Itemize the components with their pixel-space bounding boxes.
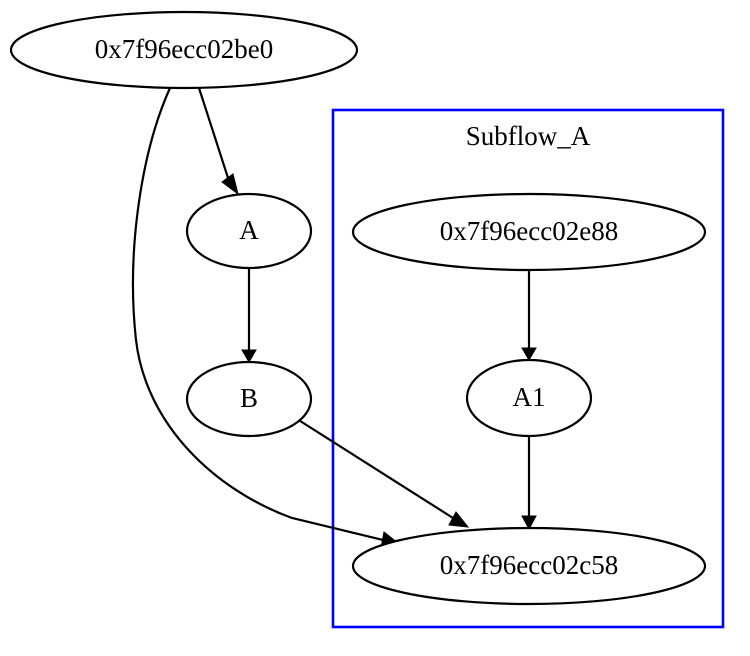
edge-be0-to-a[interactable] bbox=[197, 87, 239, 196]
edge-b-to-c58[interactable] bbox=[296, 418, 470, 528]
node-a1[interactable]: A1 bbox=[465, 358, 593, 438]
node-b[interactable]: B bbox=[185, 360, 313, 438]
edge-be0-to-a-arrowhead bbox=[221, 173, 239, 196]
node-0x7f96ecc02c58-ellipse bbox=[351, 526, 707, 606]
edge-a1-to-c58[interactable] bbox=[521, 435, 537, 531]
cluster-label-subflow-a: Subflow_A bbox=[466, 121, 591, 151]
edge-a-to-b[interactable] bbox=[241, 268, 257, 363]
node-0x7f96ecc02c58[interactable]: 0x7f96ecc02c58 bbox=[351, 526, 707, 606]
node-0x7f96ecc02be0-ellipse bbox=[9, 10, 359, 90]
cluster-border-rect bbox=[331, 108, 725, 629]
edge-b-to-c58-line bbox=[296, 418, 454, 519]
edge-a-to-b-arrowhead bbox=[241, 349, 257, 363]
edge-be0-to-a-line bbox=[197, 87, 231, 182]
edge-e88-to-a1-arrowhead bbox=[521, 347, 537, 361]
node-a-ellipse bbox=[185, 192, 313, 270]
edge-e88-to-a1[interactable] bbox=[521, 270, 537, 361]
node-0x7f96ecc02be0[interactable]: 0x7f96ecc02be0 bbox=[9, 10, 359, 90]
edge-be0-to-c58[interactable] bbox=[131, 87, 400, 549]
edge-be0-to-c58-line bbox=[131, 87, 384, 542]
node-a1-ellipse bbox=[465, 358, 593, 438]
node-0x7f96ecc02e88[interactable]: 0x7f96ecc02e88 bbox=[351, 192, 707, 272]
node-0x7f96ecc02e88-ellipse bbox=[351, 192, 707, 272]
node-a[interactable]: A bbox=[185, 192, 313, 270]
edge-b-to-c58-arrowhead bbox=[448, 511, 470, 528]
node-b-ellipse bbox=[185, 360, 313, 438]
edge-a1-to-c58-arrowhead bbox=[521, 515, 537, 531]
